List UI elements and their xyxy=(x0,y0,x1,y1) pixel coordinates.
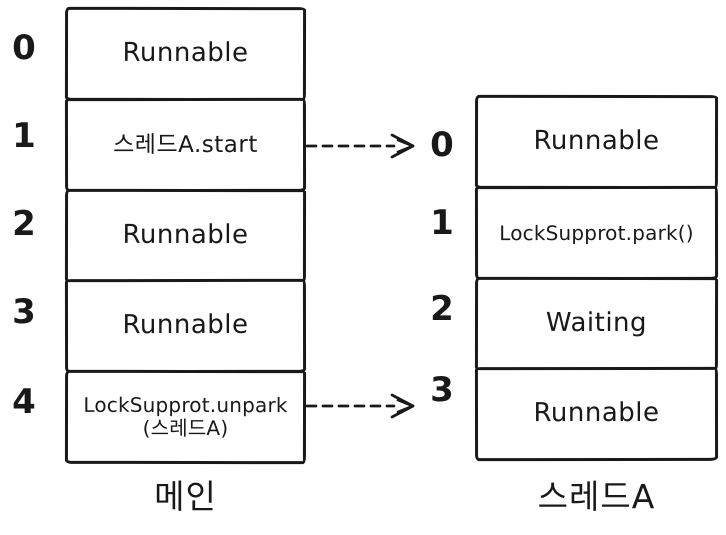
main-stack-row-4: LockSupprot.unpark (스레드A) xyxy=(64,370,307,465)
arrow-start-to-thread xyxy=(305,133,415,159)
main-stack: Runnable 스레드A.start Runnable Runnable Lo… xyxy=(64,6,307,465)
row-text: Runnable xyxy=(122,310,249,341)
row-text: Runnable xyxy=(122,219,249,250)
main-stack-row-1: 스레드A.start xyxy=(64,97,307,192)
row-text: Runnable xyxy=(533,125,660,157)
row-text: 스레드A.start xyxy=(113,131,258,158)
main-stack-row-3: Runnable xyxy=(64,279,307,374)
row-text-line2: (스레드A) xyxy=(142,416,229,441)
thread-step-index-0: 0 xyxy=(430,125,454,165)
thread-step-index-1: 1 xyxy=(430,203,454,243)
main-step-index-4: 4 xyxy=(12,382,36,422)
main-stack-row-2: Runnable xyxy=(64,188,307,283)
row-text: LockSupprot.park() xyxy=(499,220,694,245)
arrow-unpark-to-thread xyxy=(305,393,415,419)
row-text: LockSupprot.unpark xyxy=(83,393,288,418)
thread-step-index-3: 3 xyxy=(430,370,454,410)
main-step-index-1: 1 xyxy=(12,116,36,156)
thread-stack-row-1: LockSupprot.park() xyxy=(474,185,719,280)
main-stack-label: 메인 xyxy=(154,477,217,516)
thread-stack-label: 스레드A xyxy=(537,477,656,516)
thread-stack-row-3: Runnable xyxy=(474,367,719,462)
thread-stack-row-0: Runnable xyxy=(474,94,719,190)
row-text: Runnable xyxy=(122,37,249,69)
thread-step-index-2: 2 xyxy=(430,289,454,329)
main-step-index-2: 2 xyxy=(12,204,36,244)
main-step-index-0: 0 xyxy=(12,28,36,68)
thread-stack: Runnable LockSupprot.park() Waiting Runn… xyxy=(474,94,719,462)
main-step-index-3: 3 xyxy=(12,292,36,332)
thread-stack-row-2: Waiting xyxy=(474,276,719,371)
row-text: Waiting xyxy=(545,307,648,338)
main-stack-row-0: Runnable xyxy=(64,6,307,102)
row-text: Runnable xyxy=(533,398,660,429)
